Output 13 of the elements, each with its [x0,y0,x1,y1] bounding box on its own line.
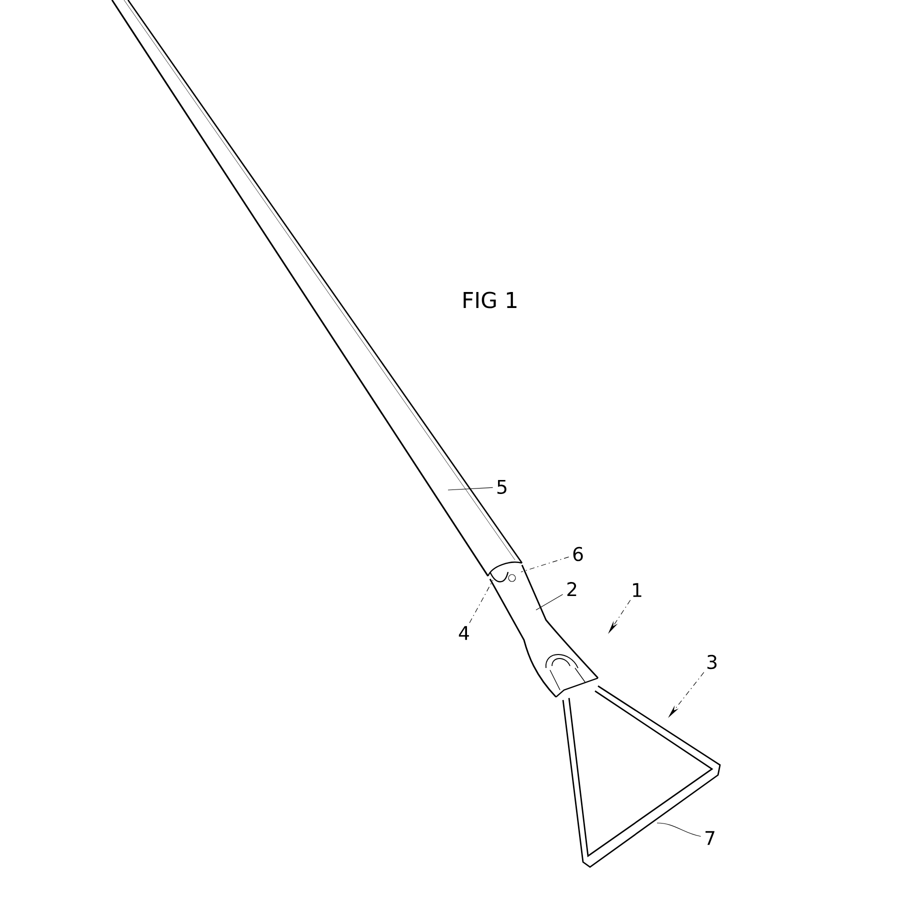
leader-line [469,580,494,624]
callout-number: 7 [706,831,714,845]
leader-line [536,594,564,610]
callout-number: 5 [497,480,506,494]
callout-number: 3 [707,654,717,670]
leader-line [520,556,570,572]
callout-number: 2 [567,582,576,596]
leader-line [448,487,494,490]
callout-number: 4 [458,626,469,640]
leader-line [656,822,702,837]
callout-number: 1 [633,583,642,597]
figure-title: FIG 1 [464,292,516,308]
callout-number: 6 [573,546,583,562]
